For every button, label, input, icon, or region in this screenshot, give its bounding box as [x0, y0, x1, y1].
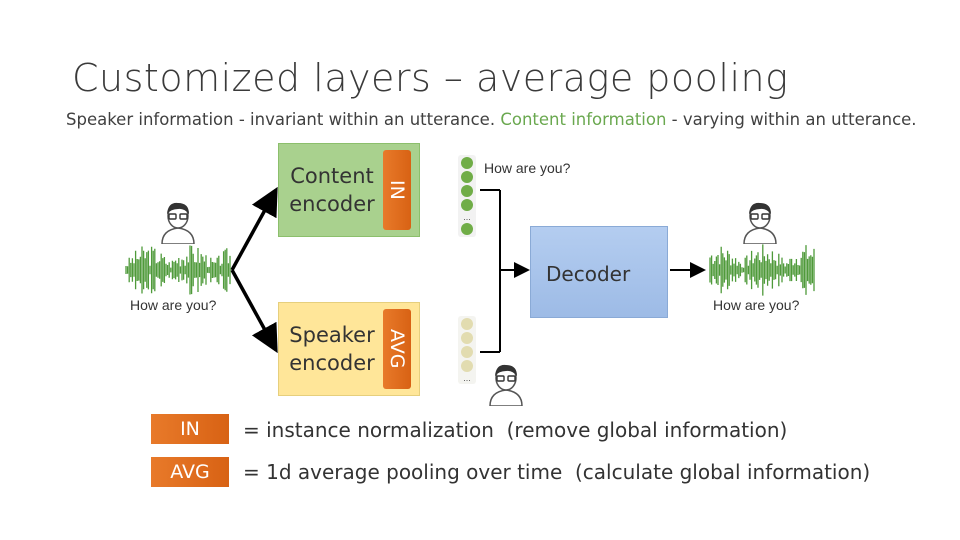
- subtitle-content-highlight: Content information: [500, 110, 667, 129]
- speaker-encoder-label: Speaker encoder: [279, 303, 385, 395]
- vector-dot: [461, 171, 473, 183]
- vector-dot: [461, 157, 473, 169]
- decoder-label: Decoder: [546, 262, 631, 286]
- person-icon: [489, 364, 523, 406]
- person-icon: [743, 202, 777, 244]
- avg-pool-tag-label: AVG: [386, 329, 408, 369]
- vector-dot: [461, 318, 473, 330]
- instance-norm-tag-label: IN: [386, 180, 408, 200]
- vector-ellipsis: ...: [463, 212, 471, 222]
- content-encoder-label-line1: Content: [290, 164, 374, 188]
- arrow-input-to-content-encoder: [230, 186, 278, 271]
- content-encoder-box: Content encoder IN: [278, 143, 420, 237]
- content-vector-text: How are you?: [484, 160, 571, 176]
- speaker-encoder-box: Speaker encoder AVG: [278, 302, 420, 396]
- content-vector: ...: [458, 155, 476, 237]
- vector-dot: [461, 332, 473, 344]
- output-waveform-icon: [709, 244, 815, 296]
- input-utterance-text: How are you?: [130, 297, 217, 313]
- subtitle-speaker-text: Speaker information - invariant within a…: [66, 110, 501, 129]
- speaker-encoder-label-line1: Speaker: [289, 323, 375, 347]
- legend-text-in-note: (remove global information): [506, 418, 788, 442]
- legend-text-avg-note: (calculate global information): [575, 460, 871, 484]
- legend-key-in: IN: [151, 414, 229, 444]
- subtitle-content-text: - varying within an utterance.: [666, 110, 917, 129]
- arrow-input-to-speaker-encoder: [230, 269, 278, 354]
- content-encoder-label: Content encoder: [279, 144, 385, 236]
- speaker-encoder-label-line2: encoder: [289, 351, 375, 375]
- vector-dot: [461, 360, 473, 372]
- vector-dot: [461, 185, 473, 197]
- legend-text-in-main: = instance normalization: [243, 418, 494, 442]
- instance-norm-tag: IN: [383, 150, 411, 230]
- slide-title: Customized layers – average pooling: [72, 56, 789, 100]
- person-icon: [161, 202, 195, 244]
- legend-key-avg: AVG: [151, 457, 229, 487]
- output-utterance-text: How are you?: [713, 297, 800, 313]
- vector-dot: [461, 223, 473, 235]
- slide-subtitle: Speaker information - invariant within a…: [66, 110, 917, 129]
- vector-dot: [461, 346, 473, 358]
- legend-text-avg-main: = 1d average pooling over time: [243, 460, 563, 484]
- input-waveform-icon: [125, 245, 231, 295]
- avg-pool-tag: AVG: [383, 309, 411, 389]
- decoder-box: [530, 226, 668, 318]
- content-encoder-label-line2: encoder: [289, 192, 375, 216]
- legend-text-avg: = 1d average pooling over time (calculat…: [243, 460, 870, 484]
- speaker-vector: ...: [458, 316, 476, 384]
- vector-ellipsis: ...: [463, 373, 471, 383]
- legend-text-in: = instance normalization (remove global …: [243, 418, 787, 442]
- vector-dot: [461, 199, 473, 211]
